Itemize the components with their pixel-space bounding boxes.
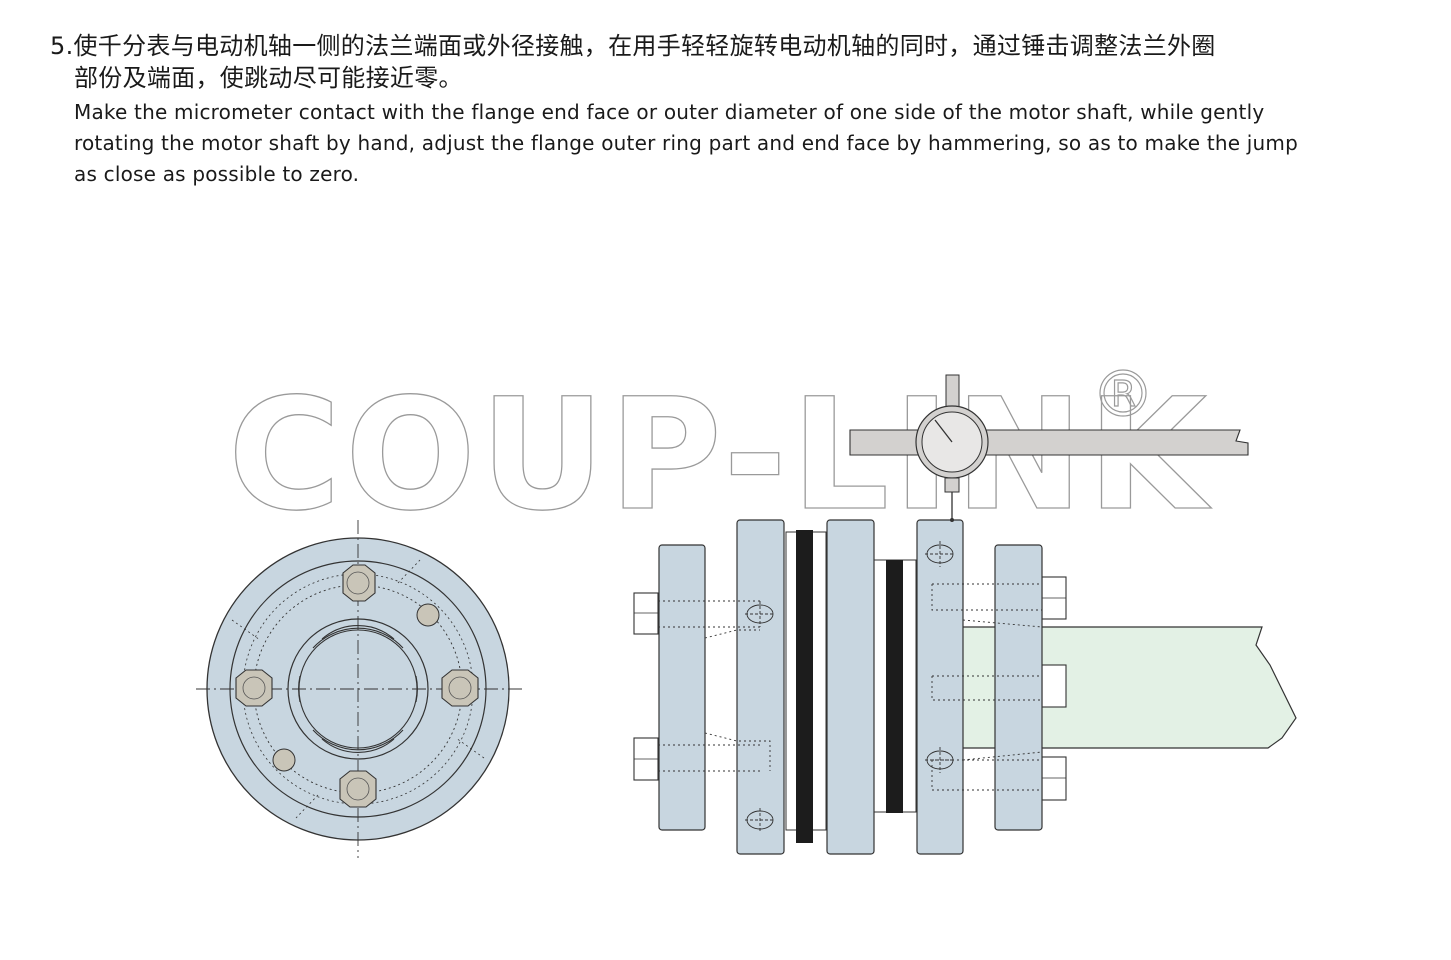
bolt-hole-lower-left <box>272 748 296 772</box>
flange-plate-right <box>916 519 964 855</box>
disc-pack-left <box>796 530 813 843</box>
step-number: 5. <box>50 32 74 60</box>
instruction-block: 5.使千分表与电动机轴一侧的法兰端面或外径接触，在用手轻轻旋转电动机轴的同时，通… <box>50 30 1440 190</box>
registered-mark: R <box>1111 374 1136 415</box>
hidden-lines <box>658 583 1043 791</box>
hex-nut-left-top <box>633 592 659 635</box>
bolt-hole-upper-right <box>416 603 440 627</box>
center-spacer-plate <box>826 519 875 855</box>
instruction-en-line-1: Make the micrometer contact with the fla… <box>74 100 1265 124</box>
dial-indicator <box>849 374 1249 522</box>
motor-shaft <box>959 626 1297 749</box>
coupling-end-view <box>196 520 522 858</box>
instruction-cn-text-1: 使千分表与电动机轴一侧的法兰端面或外径接触，在用手轻轻旋转电动机轴的同时，通过锤… <box>73 32 1216 60</box>
flange-hub-right <box>994 544 1043 831</box>
instruction-en-line-2: rotating the motor shaft by hand, adjust… <box>74 131 1299 155</box>
hex-bolt-top <box>342 564 376 602</box>
hex-bolt-bottom <box>339 770 377 808</box>
instruction-en: Make the micrometer contact with the fla… <box>50 97 1440 190</box>
instruction-cn-line-2: 部份及端面，使跳动尽可能接近零。 <box>74 64 463 92</box>
indicator-support-bar <box>849 429 1249 456</box>
instruction-en-line-3: as close as possible to zero. <box>74 162 360 186</box>
indicator-needle <box>934 419 953 443</box>
coupling-side-view <box>633 374 1297 855</box>
hex-nut-right-middle <box>1041 664 1067 708</box>
disc-pack-right <box>886 560 903 813</box>
hex-bolt-left <box>235 669 273 707</box>
flange-plate-left <box>736 519 785 855</box>
bolt-center-marks <box>745 541 955 832</box>
hex-bolt-right <box>441 669 479 707</box>
hex-nut-right-bottom <box>1041 756 1067 801</box>
indicator-spindle-housing <box>944 477 960 493</box>
instruction-cn-line-1: 5.使千分表与电动机轴一侧的法兰端面或外径接触，在用手轻轻旋转电动机轴的同时，通… <box>50 30 1440 62</box>
registered-mark-circle <box>1099 369 1147 417</box>
flange-hub-left <box>658 544 706 831</box>
